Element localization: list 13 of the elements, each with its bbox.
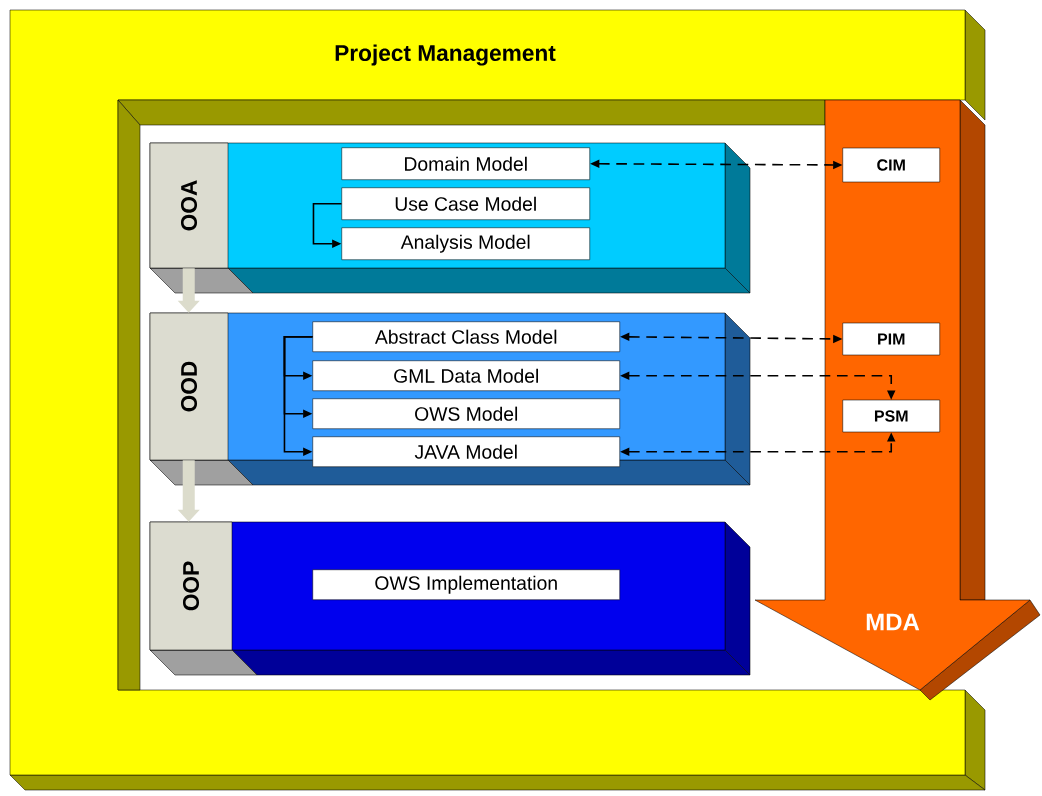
model-box: Analysis Model: [341, 227, 590, 260]
model-box: Use Case Model: [341, 187, 590, 220]
model-box: Abstract Class Model: [312, 321, 620, 352]
elbow-arrow: [283, 335, 314, 456]
model-box: JAVA Model: [312, 436, 620, 467]
model-box: CIM: [842, 147, 940, 183]
model-box: OWS Model: [312, 398, 620, 429]
elbow-arrow: [312, 202, 343, 248]
model-box: OWS Implementation: [312, 569, 620, 600]
model-box: GML Data Model: [312, 360, 620, 391]
model-box: PSM: [842, 399, 940, 433]
model-box: PIM: [842, 322, 940, 356]
model-box: Domain Model: [341, 147, 590, 180]
